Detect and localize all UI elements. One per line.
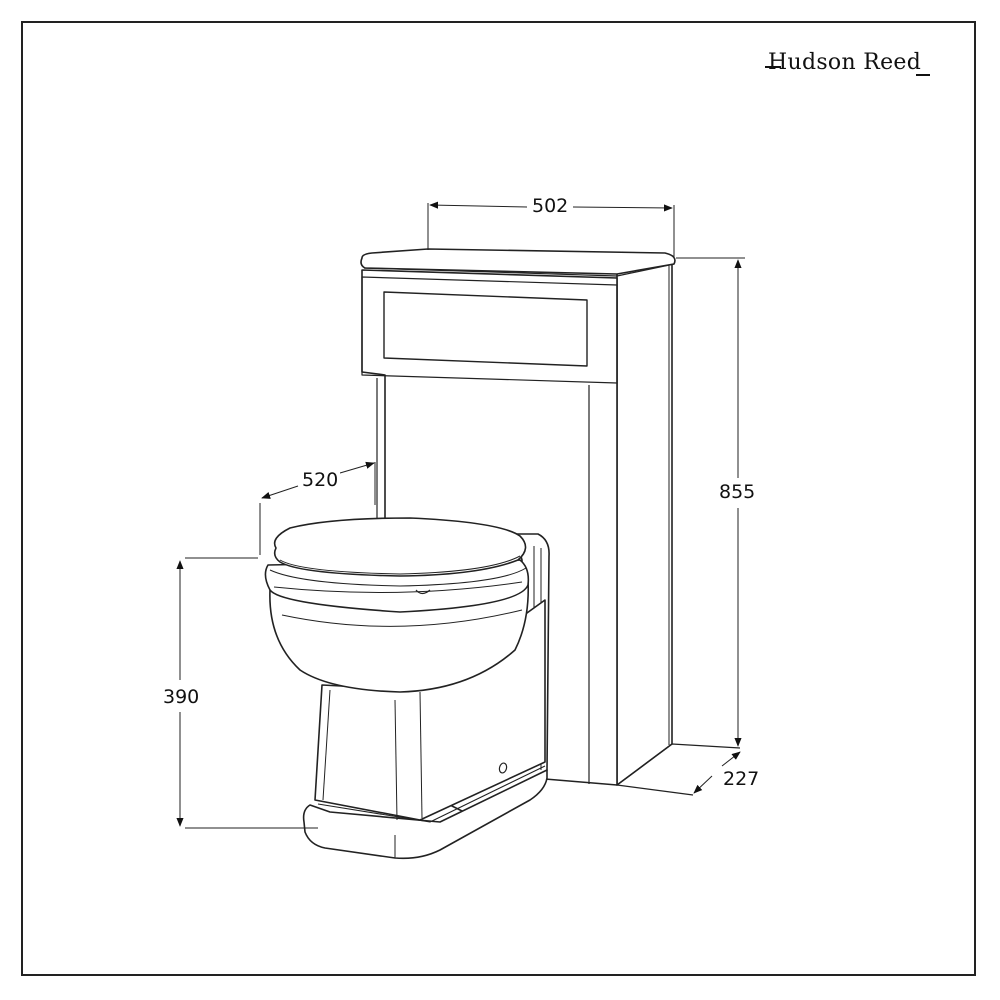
logo-strike-mark [765,66,781,68]
brand-logo: Hudson Reed [765,50,931,86]
pan-height-dimension-label: 390 [161,686,202,708]
width-dimension-label: 502 [530,195,571,217]
dimension-lines [176,201,745,829]
depth-dimension-label: 227 [721,768,762,790]
projection-dimension-label: 520 [300,469,341,491]
height-dimension-label: 855 [717,481,758,503]
brand-name: Hudson Reed [768,50,922,75]
logo-underline-mark [916,74,931,76]
toilet-pan [264,517,550,860]
